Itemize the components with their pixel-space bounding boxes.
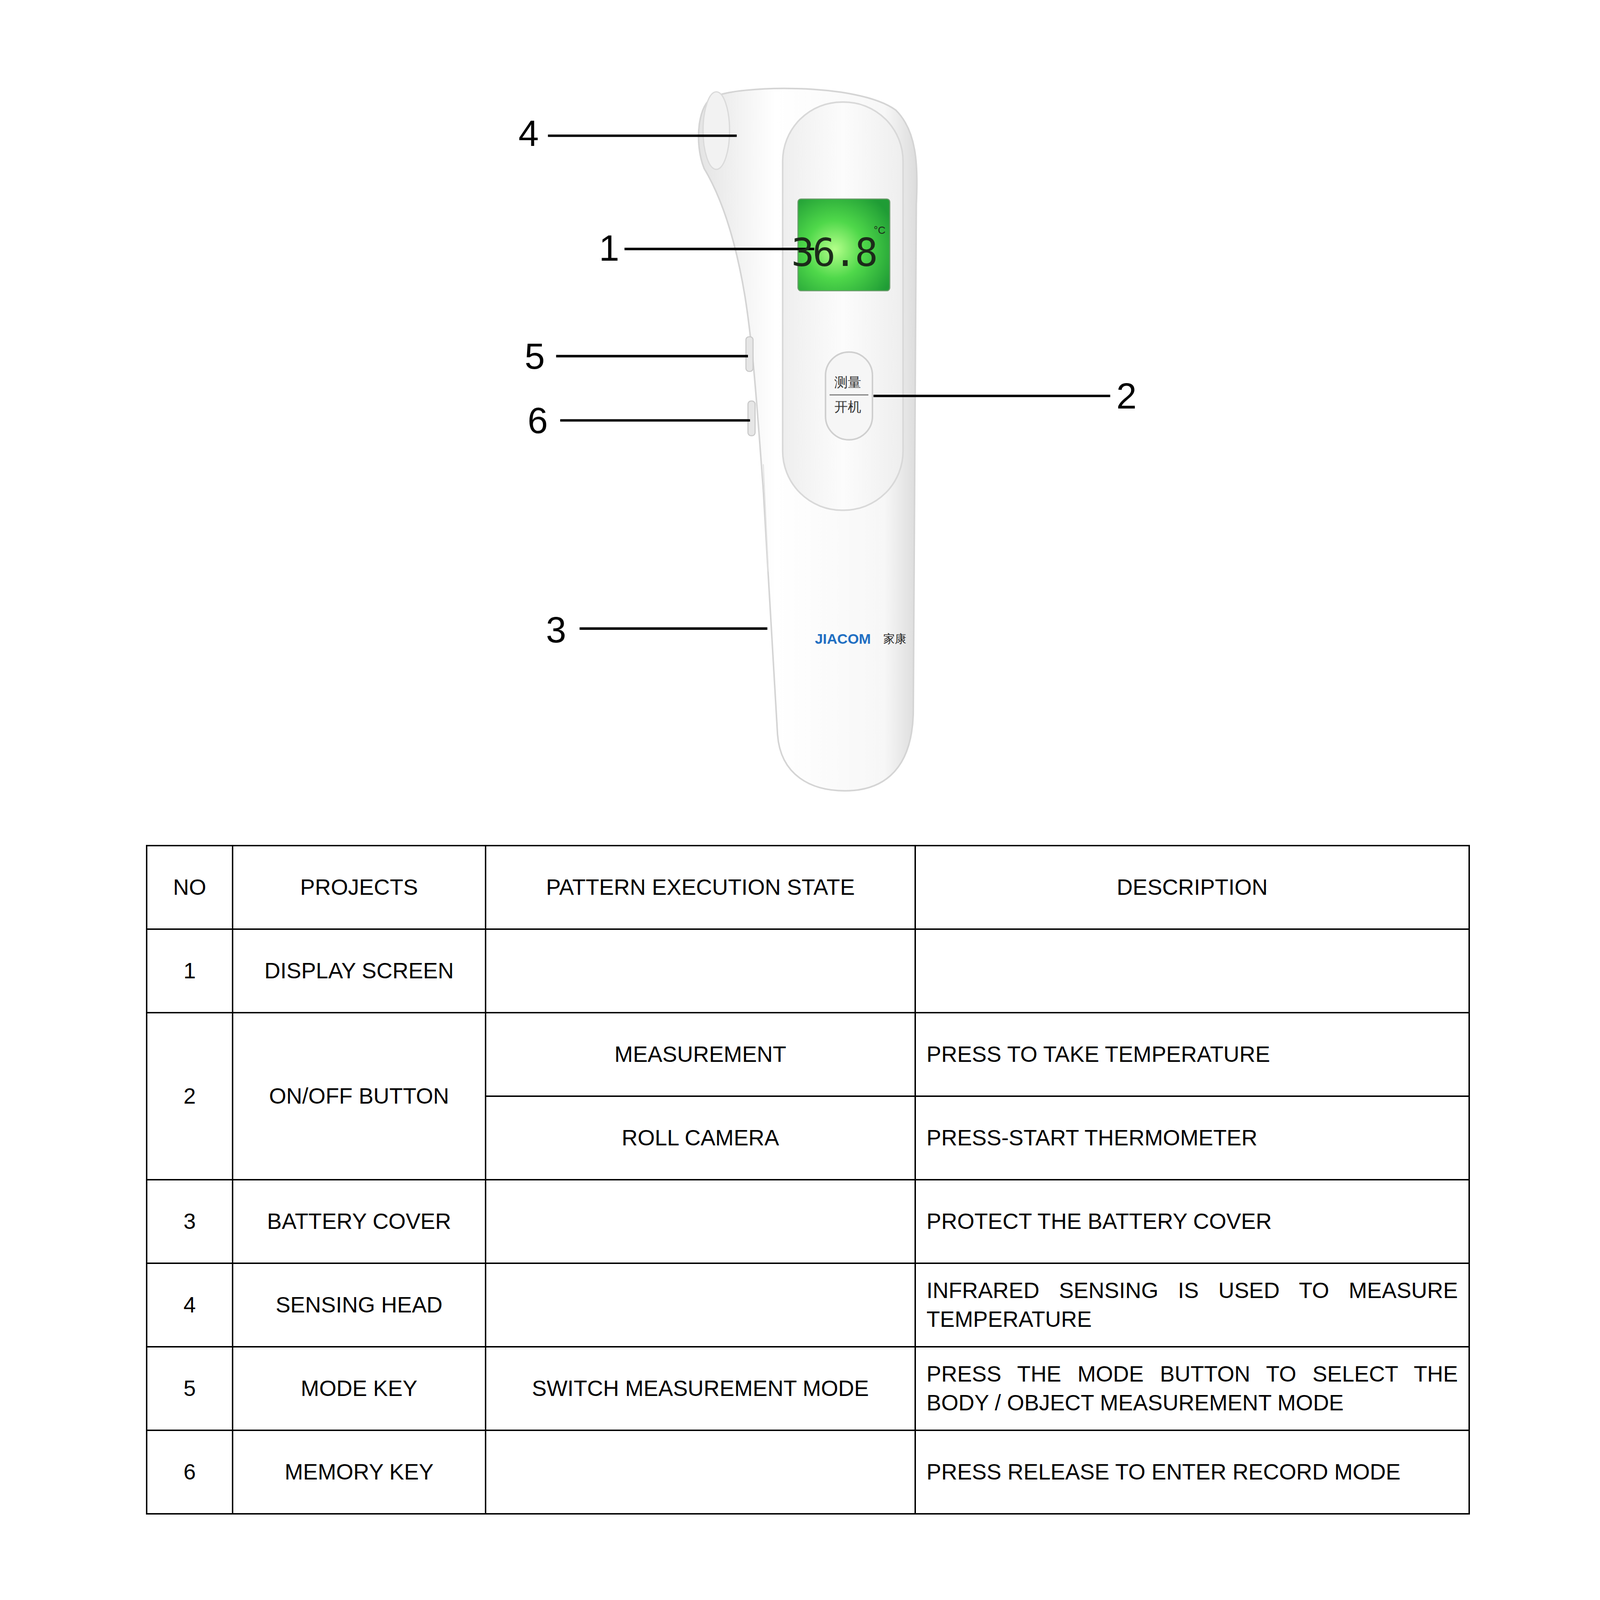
table-text: ROLL CAMERA [621,1125,780,1151]
callout-number: 4 [518,115,539,152]
callout-number: 5 [524,337,545,375]
callout-number: 1 [599,229,620,267]
brand-logo: JIACOM [814,631,871,647]
table-row: 6 MEMORY KEY PRESS RELEASE TO ENTER RECORD… [146,1430,1470,1515]
table-text: INFRARED SENSING IS USED TO MEASURE TEMP… [926,1277,1458,1332]
button-text: 开机 [834,400,862,414]
table-cell: BATTERY COVER [232,1179,486,1264]
table-cell: 6 [146,1430,233,1515]
table-cell: PRESS-START THERMOMETER [915,1096,1470,1180]
leader-line [560,419,750,422]
table-cell [485,1430,916,1515]
table-cell: MEASUREMENT [485,1012,916,1097]
table-cell: 4 [146,1263,233,1348]
table-cell: SENSING HEAD [232,1263,486,1348]
table-text: PRESS THE MODE BUTTON TO SELECT THE BODY… [926,1361,1458,1416]
memory-key [747,400,756,436]
table-text: PRESS TO TAKE TEMPERATURE [926,1041,1271,1067]
table-cell: PRESS TO TAKE TEMPERATURE [915,1012,1470,1097]
table-row: 4 SENSING HEAD INFRARED SENSING IS USED TO… [146,1263,1470,1348]
table-cell: ROLL CAMERA [485,1096,916,1180]
table-text: PROTECT THE BATTERY COVER [926,1208,1272,1234]
table-cell [915,929,1470,1013]
table-cell: MODE KEY [232,1347,486,1431]
table-text: PATTERN EXECUTION STATE [545,874,855,900]
table-cell [485,929,916,1013]
button-divider [829,394,869,396]
table-row: 2ON/OFF BUTTONMEASUREMENTPRESS TO TAKE T… [146,1012,1470,1097]
table-text: DISPLAY SCREEN [264,958,455,984]
table-cell: ON/OFF BUTTON [232,1012,486,1180]
table-cell: MEMORY KEY [232,1430,486,1515]
leader-line [579,627,768,630]
leader-line [547,134,737,137]
table-text: ON/OFF BUTTON [269,1083,450,1109]
table-row: NO PROJECTS PATTERN EXECUTION STATE DESCRIP… [146,845,1470,930]
table-text: 4 [183,1292,196,1318]
table-text: BATTERY COVER [266,1208,451,1234]
button-text: 测量 [834,375,862,390]
brand-logo-chinese: 家康 [883,633,907,645]
table-cell [485,1179,916,1264]
table-cell: PROTECT THE BATTERY COVER [915,1179,1470,1264]
leader-lines [547,135,1110,629]
table-row: 5 MODE KEY SWITCH MEASUREMENT MODE PRESS TH… [146,1347,1470,1431]
display-reading: 36.8 [791,233,877,273]
table-text: PRESS-START THERMOMETER [926,1125,1258,1151]
on-off-button [825,351,873,440]
leader-line [555,354,748,358]
table-text: MEASUREMENT [614,1041,787,1067]
leader-line [624,247,815,251]
table-text: MODE KEY [300,1375,418,1401]
display-unit: °C [873,225,886,236]
table-text: SENSING HEAD [275,1292,443,1318]
table-cell: SWITCH MEASUREMENT MODE [485,1347,916,1431]
table-cell: PROJECTS [232,845,486,930]
table-text: 5 [183,1375,196,1401]
sensing-head-face [703,91,730,170]
table-cell [485,1263,916,1348]
thermometer-body [698,88,917,791]
table-cell: PRESS THE MODE BUTTON TO SELECT THE BODY… [915,1347,1470,1431]
table-text: MEMORY KEY [284,1459,434,1485]
table-text: 1 [183,958,196,984]
table-cell: PRESS RELEASE TO ENTER RECORD MODE [915,1430,1470,1515]
table-text: 2 [183,1083,196,1109]
table-cell: 5 [146,1347,233,1431]
table-cell: 3 [146,1179,233,1264]
table-row: 3 BATTERY COVER PROTECT THE BATTERY COVER [146,1179,1470,1264]
table-cell: 2 [146,1012,233,1180]
table-row: 1 DISPLAY SCREEN [146,929,1470,1013]
table-row: ROLL CAMERA PRESS-START THERMOMETER [146,1096,1470,1180]
leader-line [873,394,1111,397]
table-text: 3 [183,1208,196,1234]
table-cell: 1 [146,929,233,1013]
table-text: 6 [183,1459,196,1485]
mode-key [745,336,754,372]
table-text: NO [173,874,207,900]
spec-table: NO PROJECTS PATTERN EXECUTION STATE DESCRIP… [145,844,1470,1515]
table-cell: DISPLAY SCREEN [232,929,486,1013]
table-text: DESCRIPTION [1116,874,1268,900]
callout-number: 2 [1116,377,1137,415]
table-cell: INFRARED SENSING IS USED TO MEASURE TEMP… [915,1263,1470,1348]
callout-number: 3 [545,611,566,649]
table-cell: DESCRIPTION [915,845,1470,930]
front-panel [782,102,903,511]
table-cell: NO [146,845,233,930]
table-cell: PATTERN EXECUTION STATE [485,845,916,930]
table-text: SWITCH MEASUREMENT MODE [531,1375,869,1401]
table-text: PRESS RELEASE TO ENTER RECORD MODE [926,1459,1401,1485]
callout-number: 6 [527,402,548,439]
table-text: PROJECTS [300,874,418,900]
seam-line [763,464,769,572]
